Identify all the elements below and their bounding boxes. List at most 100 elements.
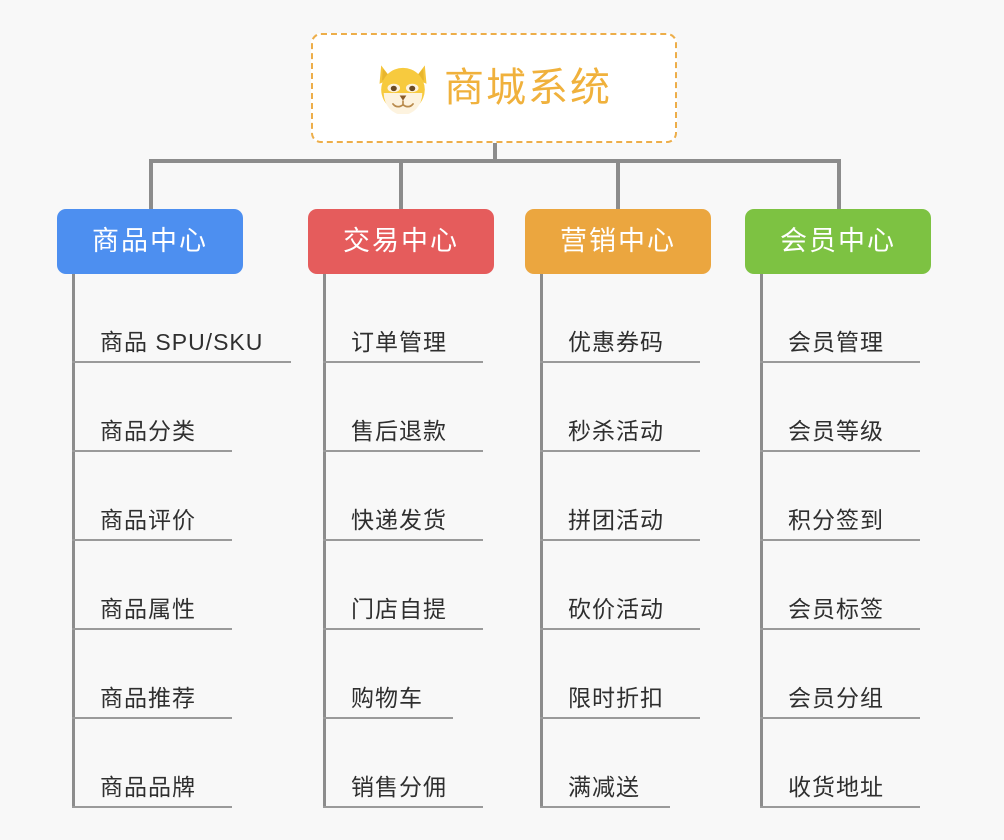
leaf-underline (323, 806, 483, 808)
leaf-underline (72, 806, 232, 808)
leaf-item[interactable]: 拼团活动 (540, 452, 711, 541)
leaf-underline (72, 717, 232, 719)
leaf-underline (72, 450, 232, 452)
leaf-label: 门店自提 (351, 596, 447, 622)
leaf-item[interactable]: 订单管理 (323, 274, 494, 363)
leaf-label: 拼团活动 (568, 507, 664, 533)
leaf-label: 砍价活动 (568, 596, 664, 622)
leaf-item[interactable]: 商品分类 (72, 363, 243, 452)
leaf-item[interactable]: 秒杀活动 (540, 363, 711, 452)
leaf-item[interactable]: 商品 SPU/SKU (72, 274, 291, 363)
branch-column: 商品中心 商品 SPU/SKU 商品分类 商品评价 商品属性 商品推荐 (57, 209, 291, 808)
connector-drop-2 (399, 159, 403, 211)
leaf-item[interactable]: 优惠券码 (540, 274, 711, 363)
leaf-underline (540, 806, 670, 808)
leaf-underline (72, 539, 232, 541)
leaf-item[interactable]: 快递发货 (323, 452, 494, 541)
leaf-list: 商品 SPU/SKU 商品分类 商品评价 商品属性 商品推荐 商品品牌 (57, 274, 291, 808)
leaf-item[interactable]: 商品推荐 (72, 630, 243, 719)
branch-header-label: 商品中心 (92, 226, 208, 256)
leaf-underline (540, 450, 700, 452)
leaf-item[interactable]: 门店自提 (323, 541, 494, 630)
branch-spine (760, 274, 763, 808)
leaf-underline (72, 361, 291, 363)
leaf-label: 商品 SPU/SKU (100, 329, 264, 355)
leaf-label: 优惠券码 (568, 329, 664, 355)
leaf-item[interactable]: 商品评价 (72, 452, 243, 541)
leaf-item[interactable]: 会员管理 (760, 274, 931, 363)
leaf-underline (323, 628, 483, 630)
leaf-item[interactable]: 售后退款 (323, 363, 494, 452)
connector-drop-3 (616, 159, 620, 211)
leaf-item[interactable]: 销售分佣 (323, 719, 494, 808)
leaf-label: 商品推荐 (100, 685, 196, 711)
branch-header-label: 营销中心 (560, 226, 676, 256)
connector-drop-4 (837, 159, 841, 211)
leaf-item[interactable]: 收货地址 (760, 719, 931, 808)
connector-horizontal-bus (149, 159, 841, 163)
root-title: 商城系统 (444, 66, 612, 110)
leaf-underline (323, 539, 483, 541)
branch-spine (540, 274, 543, 808)
leaf-item[interactable]: 积分签到 (760, 452, 931, 541)
leaf-label: 会员等级 (788, 418, 884, 444)
leaf-underline (760, 628, 920, 630)
branch-column: 交易中心 订单管理 售后退款 快递发货 门店自提 购物车 (308, 209, 494, 808)
leaf-list: 订单管理 售后退款 快递发货 门店自提 购物车 销售分佣 (308, 274, 494, 808)
branch-header-label: 交易中心 (343, 226, 459, 256)
leaf-label: 商品属性 (100, 596, 196, 622)
branch-column: 会员中心 会员管理 会员等级 积分签到 会员标签 会员分组 (745, 209, 931, 808)
leaf-list: 优惠券码 秒杀活动 拼团活动 砍价活动 限时折扣 满减送 (525, 274, 711, 808)
branch-header-label: 会员中心 (780, 226, 896, 256)
leaf-item[interactable]: 满减送 (540, 719, 711, 808)
leaf-underline (540, 628, 700, 630)
leaf-label: 商品品牌 (100, 774, 196, 800)
branch-column: 营销中心 优惠券码 秒杀活动 拼团活动 砍价活动 限时折扣 (525, 209, 711, 808)
leaf-label: 销售分佣 (351, 774, 447, 800)
leaf-item[interactable]: 商品属性 (72, 541, 243, 630)
leaf-label: 购物车 (351, 685, 423, 711)
leaf-underline (760, 806, 920, 808)
leaf-underline (540, 539, 700, 541)
leaf-label: 快递发货 (351, 507, 447, 533)
leaf-label: 秒杀活动 (568, 418, 664, 444)
branch-spine (72, 274, 75, 808)
leaf-label: 会员分组 (788, 685, 884, 711)
root-node[interactable]: 商城系统 (311, 33, 677, 143)
leaf-underline (760, 361, 920, 363)
leaf-item[interactable]: 会员标签 (760, 541, 931, 630)
leaf-list: 会员管理 会员等级 积分签到 会员标签 会员分组 收货地址 (745, 274, 931, 808)
leaf-item[interactable]: 会员分组 (760, 630, 931, 719)
leaf-underline (540, 717, 700, 719)
leaf-underline (760, 539, 920, 541)
shiba-dog-face-icon (379, 65, 427, 114)
leaf-label: 会员管理 (788, 329, 884, 355)
leaf-label: 订单管理 (351, 329, 447, 355)
leaf-label: 收货地址 (788, 774, 884, 800)
branch-header[interactable]: 会员中心 (745, 209, 931, 274)
leaf-underline (540, 361, 700, 363)
branch-spine (323, 274, 326, 808)
connector-drop-1 (149, 159, 153, 211)
leaf-label: 限时折扣 (568, 685, 664, 711)
leaf-underline (760, 717, 920, 719)
leaf-item[interactable]: 购物车 (323, 630, 494, 719)
leaf-label: 积分签到 (788, 507, 884, 533)
branch-header[interactable]: 交易中心 (308, 209, 494, 274)
leaf-underline (323, 450, 483, 452)
leaf-underline (72, 628, 232, 630)
connector-root-stem (493, 143, 497, 161)
leaf-underline (323, 361, 483, 363)
leaf-item[interactable]: 商品品牌 (72, 719, 243, 808)
leaf-underline (760, 450, 920, 452)
leaf-label: 满减送 (568, 774, 640, 800)
branch-header[interactable]: 营销中心 (525, 209, 711, 274)
leaf-label: 会员标签 (788, 596, 884, 622)
leaf-item[interactable]: 会员等级 (760, 363, 931, 452)
branch-header[interactable]: 商品中心 (57, 209, 243, 274)
leaf-item[interactable]: 限时折扣 (540, 630, 711, 719)
leaf-item[interactable]: 砍价活动 (540, 541, 711, 630)
leaf-label: 商品评价 (100, 507, 196, 533)
leaf-label: 商品分类 (100, 418, 196, 444)
